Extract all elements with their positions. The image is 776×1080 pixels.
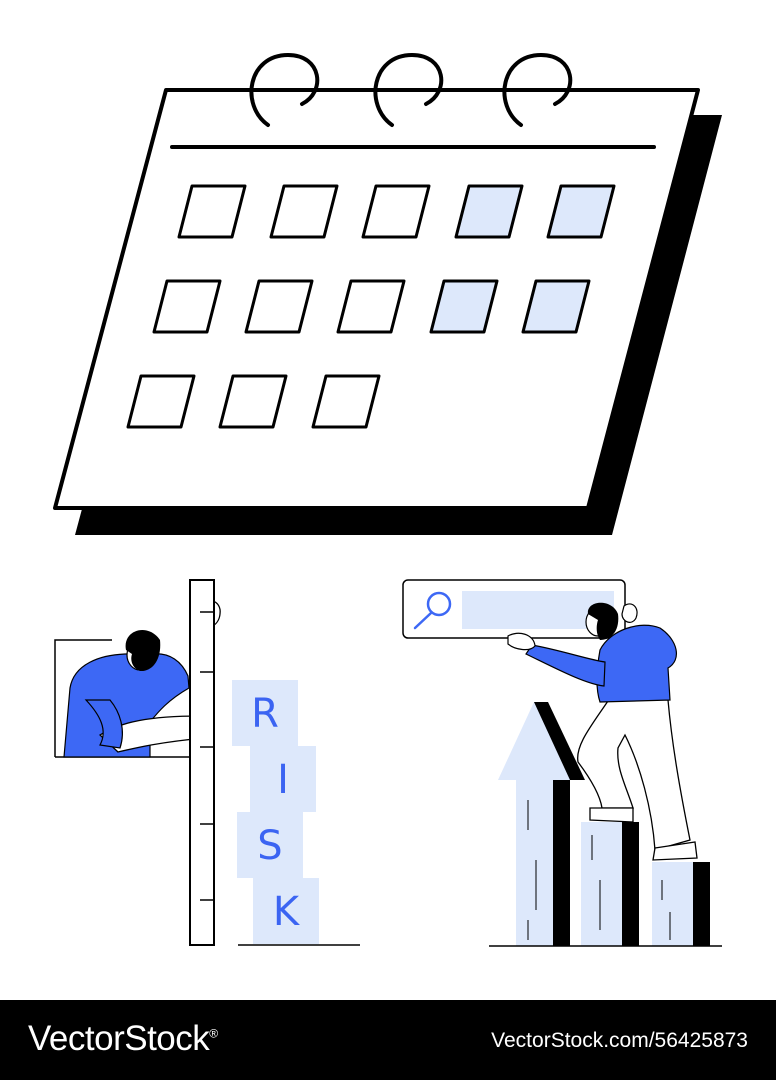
ruler xyxy=(189,579,215,946)
risk-letter-i: I xyxy=(277,757,289,803)
growth-bar-short-shadow xyxy=(693,862,710,946)
growth-bar-tall-shadow xyxy=(622,822,639,946)
watermark-brand: VectorStock® xyxy=(28,1019,218,1058)
person-hair xyxy=(587,602,619,640)
growth-arrow-shadow-stem xyxy=(553,780,570,946)
person-shirt xyxy=(63,653,190,758)
calendar-day-cell xyxy=(311,374,381,429)
risk-letter-s: S xyxy=(257,823,282,869)
risk-letter-k: K xyxy=(273,889,301,935)
growth-search-scene xyxy=(402,579,722,947)
person-hair xyxy=(125,629,161,672)
growth-arrow-lines xyxy=(527,800,537,940)
risk-letter-r: R xyxy=(251,691,279,737)
calendar xyxy=(53,52,722,535)
climbing-person xyxy=(507,602,698,861)
risk-blocks: R I S K xyxy=(232,680,319,944)
calendar-day-cell xyxy=(244,279,314,334)
risk-measuring-scene: R I S K xyxy=(54,579,360,946)
person-sleeve xyxy=(84,699,123,749)
calendar-day-cell xyxy=(177,184,247,239)
person-hand xyxy=(507,632,536,651)
calendar-day-cell-highlighted xyxy=(454,184,524,239)
search-icon xyxy=(413,591,452,630)
person-hand xyxy=(621,603,638,623)
watermark-image-id: VectorStock.com/56425873 xyxy=(491,1029,748,1052)
calendar-day-cell xyxy=(152,279,222,334)
person-arm xyxy=(525,644,606,687)
calendar-day-cell xyxy=(218,374,288,429)
watermark-footer: VectorStock® VectorStock.com/56425873 xyxy=(0,1000,776,1080)
calendar-day-cell xyxy=(269,184,339,239)
calendar-ring xyxy=(249,52,320,127)
risk-block xyxy=(250,746,316,812)
calendar-day-cell-highlighted xyxy=(429,279,499,334)
calendar-ring xyxy=(373,52,444,127)
calendar-day-cell-highlighted xyxy=(546,184,616,239)
ruler-ticks xyxy=(200,611,214,901)
risk-block xyxy=(237,812,303,878)
window-frame xyxy=(54,639,112,757)
calendar-day-cell xyxy=(126,374,196,429)
calendar-day-cell xyxy=(361,184,431,239)
risk-block xyxy=(232,680,298,746)
calendar-day-cell xyxy=(336,279,406,334)
calendar-ring xyxy=(502,52,573,127)
calendar-day-grid xyxy=(126,184,616,429)
person-shoe xyxy=(589,807,634,823)
growth-arrow-shadow xyxy=(534,702,585,780)
risk-block xyxy=(253,878,319,944)
growth-bar-lines xyxy=(591,835,671,940)
calendar-rings xyxy=(249,52,573,127)
person-legs xyxy=(577,697,691,851)
calendar-day-cell-highlighted xyxy=(521,279,591,334)
person-shoe xyxy=(652,841,698,861)
illustration: R I S K xyxy=(53,52,722,947)
